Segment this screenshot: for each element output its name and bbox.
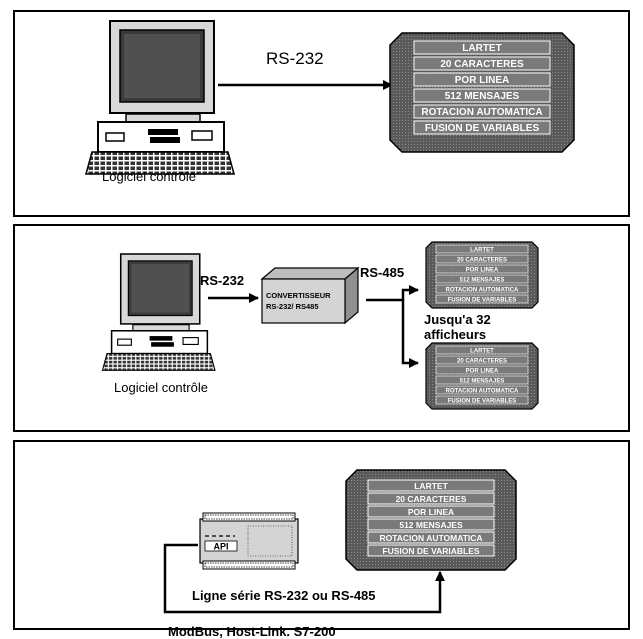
- panel-frame: [13, 440, 630, 630]
- converter-model: RS-232/ RS485: [266, 302, 319, 311]
- rs485-arrow-bottom: [401, 300, 419, 368]
- panel-frame: [13, 10, 630, 217]
- panel-direct-rs232: Logiciel contrôle RS-232 LARTET 20 CARAC…: [13, 10, 630, 217]
- display-line: 20 CARACTERES: [396, 494, 467, 504]
- plc-device: API: [199, 512, 299, 570]
- panel-plc: API Ligne série RS-232 ou RS-485 ModBus,…: [13, 440, 630, 639]
- display-line: ROTACION AUTOMATICA: [446, 389, 519, 395]
- display-line: 20 CARACTERES: [457, 258, 507, 264]
- display-line: FUSION DE VARIABLES: [448, 399, 517, 405]
- display-line: 512 MENSAJES: [399, 520, 463, 530]
- serial-line-arrow: [163, 543, 445, 614]
- converter-box: CONVERTISSEUR RS-232/ RS485: [260, 266, 360, 325]
- display-line: 512 MENSAJES: [460, 278, 505, 284]
- display-line: ROTACION AUTOMATICA: [446, 288, 519, 294]
- display-line: POR LINEA: [466, 369, 499, 375]
- protocols-label: ModBus, Host-Link. S7-200: [168, 624, 336, 639]
- computer-icon: [85, 20, 235, 175]
- display-line: POR LINEA: [408, 507, 454, 517]
- display-line: 512 MENSAJES: [445, 91, 520, 102]
- converter-label: CONVERTISSEUR: [266, 291, 331, 300]
- rs485-arrow-top: [366, 285, 419, 302]
- panel-converter-rs485: Logiciel contrôle RS-232 CONVERTISSEUR R…: [13, 224, 630, 432]
- display-line: LARTET: [470, 248, 494, 254]
- display-line: FUSION DE VARIABLES: [382, 546, 479, 556]
- rs232-label: RS-232: [200, 273, 244, 288]
- led-display: LARTET 20 CARACTERES POR LINEA 512 MENSA…: [425, 241, 539, 309]
- serial-line-label: Ligne série RS-232 ou RS-485: [192, 588, 376, 603]
- display-line: FUSION DE VARIABLES: [425, 123, 540, 134]
- display-line: ROTACION AUTOMATICA: [379, 533, 482, 543]
- led-display: LARTET 20 CARACTERES POR LINEA 512 MENSA…: [425, 342, 539, 410]
- computer-caption: Logiciel contrôle: [102, 169, 196, 184]
- display-line: ROTACION AUTOMATICA: [421, 107, 542, 118]
- rs232-label: RS-232: [266, 49, 324, 68]
- display-line: FUSION DE VARIABLES: [448, 298, 517, 304]
- led-display: LARTET 20 CARACTERES POR LINEA 512 MENSA…: [345, 469, 517, 571]
- display-line: 20 CARACTERES: [440, 59, 524, 70]
- display-line: LARTET: [470, 349, 494, 355]
- display-line: 20 CARACTERES: [457, 359, 507, 365]
- displays-caption: afficheurs: [424, 327, 486, 342]
- displays-caption: Jusqu'a 32: [424, 312, 491, 327]
- display-line: POR LINEA: [455, 75, 509, 86]
- computer-caption: Logiciel contrôle: [114, 380, 208, 395]
- display-line: POR LINEA: [466, 268, 499, 274]
- led-display: LARTET 20 CARACTERES POR LINEA 512 MENSA…: [389, 32, 575, 153]
- display-line: LARTET: [414, 481, 448, 491]
- panel-frame: [13, 224, 630, 432]
- rs485-label: RS-485: [360, 265, 404, 280]
- display-line: LARTET: [462, 43, 501, 54]
- computer-icon: [101, 253, 216, 371]
- display-line: 512 MENSAJES: [460, 379, 505, 385]
- plc-label: API: [213, 542, 228, 552]
